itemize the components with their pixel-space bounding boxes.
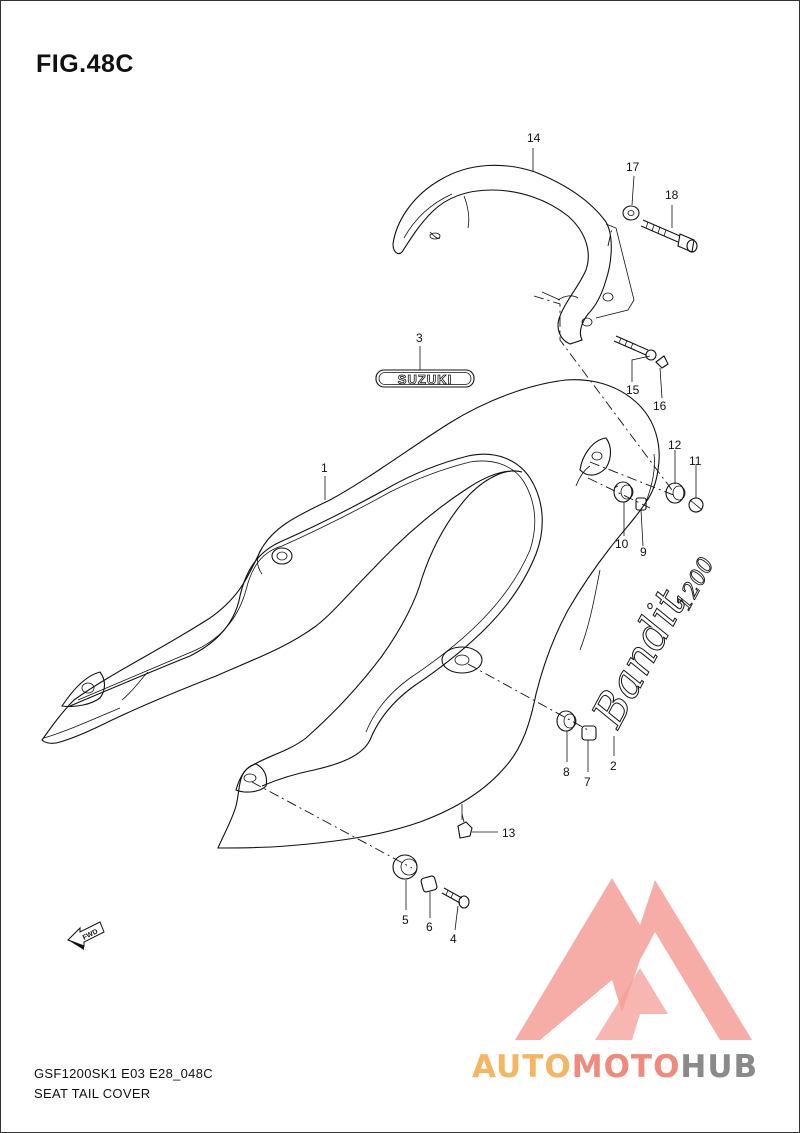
collar-part-7: [581, 725, 597, 741]
callout-7: 7: [584, 775, 591, 789]
callout-17: 17: [626, 160, 640, 174]
model-code: GSF1200SK1 E03 E28_048C: [34, 1066, 213, 1081]
bolt-part-18: [640, 219, 698, 253]
washer-part-17: [622, 205, 640, 221]
watermark-hub: HUB: [680, 1049, 759, 1085]
callout-3: 3: [416, 331, 423, 345]
callout-10: 10: [615, 537, 629, 551]
callout-9: 9: [640, 545, 647, 559]
figure-title: FIG.48C: [36, 50, 134, 78]
callout-labels: 14 17 18 3 15 16 1 12 11 10 9 2 8 7 13 5…: [321, 131, 702, 946]
fwd-arrow-icon: FWD: [67, 921, 105, 950]
callout-12: 12: [668, 438, 682, 452]
suzuki-emblem-text: SUZUKI: [398, 372, 452, 387]
nut-part-16: [655, 355, 669, 369]
bolt-part-4: [441, 887, 470, 909]
grab-rail-part-14: [392, 164, 635, 345]
collar-part-6: [420, 875, 438, 893]
assembly-lines: [251, 227, 677, 869]
callout-11: 11: [689, 454, 702, 468]
grommet-part-5: [392, 854, 418, 880]
section-name: SEAT TAIL COVER: [34, 1086, 151, 1101]
callout-5: 5: [402, 913, 409, 927]
watermark-logo: [515, 878, 752, 1040]
callout-6: 6: [426, 920, 433, 934]
callout-16: 16: [653, 399, 667, 413]
callout-1: 1: [321, 461, 328, 475]
callout-15: 15: [626, 383, 640, 397]
seat-tail-cover-part-1: [41, 379, 660, 849]
watermark-text: AUTOMOTOHUB: [472, 1049, 758, 1085]
suzuki-emblem-part-3: SUZUKI: [375, 369, 475, 388]
callout-2: 2: [610, 759, 617, 773]
callout-4: 4: [450, 932, 457, 946]
callout-8: 8: [563, 765, 570, 779]
leader-lines: [324, 148, 697, 931]
grommet-part-8: [556, 710, 577, 732]
bolt-part-15: [613, 335, 657, 361]
callout-13: 13: [502, 826, 516, 840]
nut-part-11: [688, 497, 704, 513]
grommet-part-10: [613, 481, 634, 503]
watermark-moto: MOTO: [571, 1049, 681, 1085]
clip-part-13: [457, 813, 473, 839]
callout-14: 14: [527, 131, 541, 145]
watermark-auto: AUTO: [472, 1049, 572, 1085]
bandit-badge-part-2: Bandit 1200: [582, 553, 720, 736]
bandit-number-text: 1200: [671, 554, 719, 615]
callout-18: 18: [665, 188, 679, 202]
